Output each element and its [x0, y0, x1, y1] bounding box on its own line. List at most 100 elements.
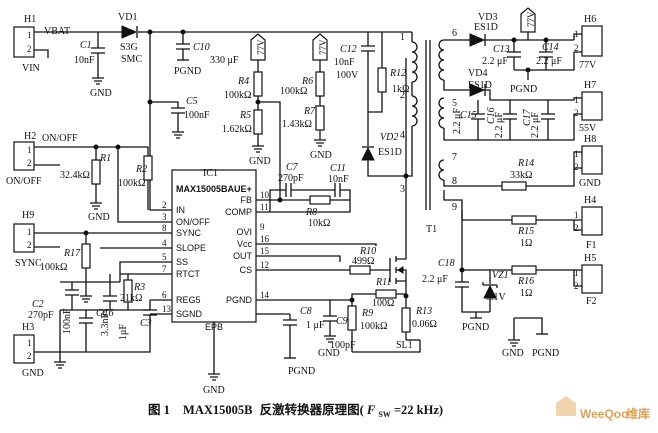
gnd-label-c1: GND: [90, 88, 112, 99]
ic1-pin-name-right-4: OUT: [233, 251, 253, 261]
vd4-value: ES1D: [468, 80, 492, 91]
c17-ref: C17: [522, 108, 533, 126]
c12-value2: 100V: [336, 70, 359, 81]
pgnd-label-out: PGND: [462, 322, 489, 333]
diode-vd3: VD3 ES1D: [469, 12, 574, 47]
cap-c14: C14 2.2 μF: [536, 37, 562, 70]
header-h9: H9 1 2 SYNC: [13, 210, 42, 269]
r12-ref: R12: [389, 68, 406, 79]
c1-ref: C1: [80, 40, 92, 51]
ic1-pin-num-14: 14: [260, 290, 270, 300]
gnd-label-c9: GND: [318, 348, 340, 359]
c6-ref: C6: [102, 308, 114, 319]
h3-pin1-num: 1: [27, 338, 32, 348]
ic1-pin-num-13: 13: [162, 304, 172, 314]
res-r9: R9 100kΩ: [347, 297, 387, 352]
c8-ref: C8: [300, 306, 312, 317]
ic1-pin-num-9: 9: [260, 222, 265, 232]
gnd-label-ic: GND: [203, 385, 225, 396]
h2-ref: H2: [24, 131, 36, 142]
cap-c1: C1 10nF: [74, 32, 105, 78]
c3-value: 1μF: [118, 324, 129, 340]
r6-ref: R6: [301, 76, 313, 87]
ic1-pin-name-left-2: SYNC: [176, 228, 202, 238]
c15-value: 2.2 μF: [452, 108, 463, 134]
ic1-pin-num-4: 4: [162, 238, 167, 248]
res-r13: R13 0.06Ω: [401, 293, 437, 340]
cap-c15: C15 2.2 μF: [452, 100, 485, 140]
ic1-pin-num-2: 2: [162, 200, 167, 210]
h3-ref: H3: [22, 322, 34, 333]
caption-freq-value: =22 kHz): [394, 403, 443, 417]
r5-ref: R5: [239, 110, 251, 121]
c1-value: 10nF: [74, 55, 95, 66]
t1-pin2: 2: [400, 90, 405, 101]
ic1-pin-name-right-3: Vcc: [237, 239, 253, 249]
cap-c6: C6 3.3nF: [100, 274, 117, 336]
vd1-value2: SMC: [121, 54, 142, 65]
ic1-pin-num-5: 5: [162, 252, 167, 262]
h9-pin2-num: 2: [27, 240, 32, 250]
h8-ref: H8: [584, 134, 596, 145]
h5-pin1-num: 1: [574, 268, 579, 278]
r6-value: 100kΩ: [280, 86, 307, 97]
ic1-ref: IC1: [203, 168, 218, 179]
pgnd-label-c8: PGND: [288, 366, 315, 377]
r8-value: 10kΩ: [308, 218, 330, 229]
c12-ref: C12: [340, 44, 357, 55]
r14-ref: R14: [517, 158, 534, 169]
flag-77v-3-text: 77V: [526, 11, 536, 27]
h1-ref: H1: [24, 14, 36, 25]
r5-value: 1.62kΩ: [222, 124, 252, 135]
r10-ref: R10: [359, 246, 376, 257]
flag-77v-3: 77V: [520, 7, 536, 40]
gnd-label-bottom: GND: [502, 348, 524, 359]
c10-value: 330 μF: [210, 55, 239, 66]
h7-pin1-num: 1: [574, 95, 579, 105]
diode-vd4: VD4 ES1D: [468, 68, 582, 101]
r16-ref: R16: [517, 276, 534, 287]
cap-c9: C9 100pF GND: [318, 300, 356, 359]
t1-pin3: 3: [400, 184, 405, 195]
ic1-pin-name-right-5: CS: [239, 265, 252, 275]
res-r10: R10 499Ω: [349, 246, 390, 275]
r7-ref: R7: [303, 106, 316, 117]
ic1-pin-name-left-7: SGND: [176, 309, 203, 319]
c10-ref: C10: [193, 42, 210, 53]
pgnd-label-c10: PGND: [174, 66, 201, 77]
ic1-pin-name-left-3: SLOPE: [176, 243, 206, 253]
cap-c18: C18 2.2 μF: [422, 258, 490, 313]
h6-ref: H6: [584, 14, 596, 25]
cap-c8: C8 1 μF PGND: [283, 306, 325, 377]
c17-value: 2.2 μF: [530, 112, 541, 138]
t1-pin7: 7: [452, 152, 457, 163]
r9-value: 100kΩ: [360, 321, 387, 332]
c4-ref: C4: [96, 308, 108, 319]
ic1-pin-num-12: 12: [260, 260, 269, 270]
vz1-value: 9.1V: [486, 292, 507, 303]
r4-value: 100kΩ: [224, 90, 251, 101]
ic1-pin-num-10: 10: [260, 190, 270, 200]
watermark-brand: WeeQoo: [580, 407, 628, 421]
h6-pin2-num: 2: [574, 43, 579, 53]
ic1-pin-num-8: 8: [162, 223, 167, 233]
r3-value: 21kΩ: [120, 293, 142, 304]
caption-freq-symbol: F: [366, 403, 376, 417]
h9-pin1-num: 1: [27, 227, 32, 237]
res-r2: R2 100kΩ: [115, 144, 153, 210]
res-r15: R15 1Ω: [511, 215, 537, 249]
c16-ref: C16: [486, 107, 497, 124]
r3-ref: R3: [133, 282, 145, 293]
h9-ref: H9: [22, 210, 34, 221]
t1-pin9: 9: [452, 202, 457, 213]
svg-text:图 1 MAX15005B 反激转换: 图 1 MAX15005B 反激转换器原理图( F SW =22 kHz): [148, 402, 443, 420]
ic1-pin-name-right-0: FB: [240, 195, 252, 205]
r12-value: 1kΩ: [392, 84, 409, 95]
res-r4: R4 100kΩ: [224, 60, 263, 110]
cap-c4: 100nF C4: [62, 308, 108, 336]
res-r6: R6 100kΩ: [280, 60, 325, 106]
c12-value: 10nF: [334, 57, 355, 68]
